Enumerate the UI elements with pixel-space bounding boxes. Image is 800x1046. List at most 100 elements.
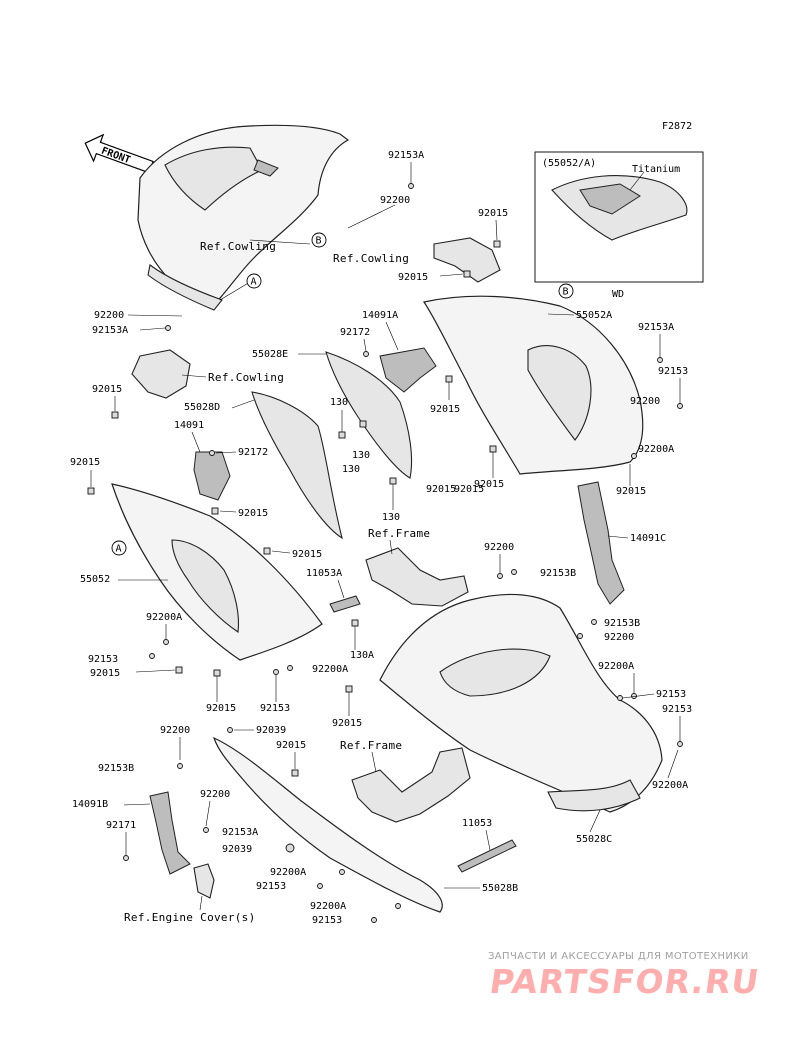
part-11053	[457, 839, 517, 873]
label-14091: 14091	[174, 420, 204, 431]
lower-cowling	[379, 593, 663, 813]
label-92015-h: 92015	[70, 457, 100, 468]
label-11053: 11053	[462, 818, 492, 829]
label-92015-o: 92015	[454, 484, 484, 495]
part-11053A	[329, 595, 361, 613]
label-92200A-bottom-b: 92200A	[310, 901, 346, 912]
frame-ref-upper	[365, 547, 469, 607]
label-11053A-top: 11053A	[306, 568, 342, 579]
label-92172-top: 92172	[340, 327, 370, 338]
frame-ref-lower	[351, 747, 471, 823]
label-92200A-left: 92200A	[146, 612, 182, 623]
engine-cover-ref	[193, 863, 215, 899]
label-92200-left: 92200	[94, 310, 124, 321]
bracket-14091A	[379, 347, 437, 393]
panel-55028E	[325, 351, 413, 479]
ref-cowling-left: Ref.Cowling	[208, 371, 284, 384]
label-92015-l: 92015	[206, 703, 236, 714]
ref-frame-upper: Ref.Frame	[368, 527, 430, 540]
label-92015-a: 92015	[478, 208, 508, 219]
label-92015-e: 92015	[474, 479, 504, 490]
label-92039-top: 92039	[256, 725, 286, 736]
label-92172-mid: 92172	[238, 447, 268, 458]
label-92015-f: 92015	[426, 484, 456, 495]
label-92153-left: 92153	[88, 654, 118, 665]
label-55052: 55052	[80, 574, 110, 585]
label-130-a: 130	[330, 397, 348, 408]
titanium-inset: (55052/A) Titanium	[534, 151, 704, 283]
label-92153A-right: 92153A	[638, 322, 674, 333]
label-92200-top: 92200	[380, 195, 410, 206]
label-92015-j: 92015	[292, 549, 322, 560]
label-92153-bottom-b: 92153	[312, 915, 342, 926]
label-92200-chin-b: 92200	[200, 789, 230, 800]
svg-text:B: B	[316, 236, 322, 247]
label-92039-bottom: 92039	[222, 844, 252, 855]
label-92200A-lower: 92200A	[598, 661, 634, 672]
label-92153B-right: 92153B	[604, 618, 640, 629]
callout-a-upper: A	[246, 273, 262, 289]
label-92153B-mid: 92153B	[540, 568, 576, 579]
inset-part-ref: (55052/A)	[542, 158, 596, 169]
bracket-14091B	[149, 791, 191, 875]
upper-cowling-ref	[137, 124, 350, 311]
label-92153A-top: 92153A	[388, 150, 424, 161]
label-92015-k: 92015	[90, 668, 120, 679]
svg-text:A: A	[251, 277, 257, 288]
label-92200-chin: 92200	[160, 725, 190, 736]
label-92153A-left: 92153A	[92, 325, 128, 336]
cowling-left-ref	[131, 349, 191, 399]
right-side-cowling: B	[423, 283, 644, 475]
label-92015-i: 92015	[238, 508, 268, 519]
label-92153A-chin: 92153A	[222, 827, 258, 838]
label-92153-right: 92153	[658, 366, 688, 377]
ref-frame-lower: Ref.Frame	[340, 739, 402, 752]
svg-text:A: A	[116, 544, 122, 555]
label-55028E: 55028E	[252, 349, 288, 360]
label-14091A: 14091A	[362, 310, 398, 321]
figure-code: F2872	[662, 121, 692, 132]
label-92015-c: 92015	[430, 404, 460, 415]
label-92200-lower-right: 92200	[604, 632, 634, 643]
ref-engine-cover: Ref.Engine Cover(s)	[124, 911, 256, 924]
label-55028B: 55028B	[482, 883, 518, 894]
label-55028C: 55028C	[576, 834, 612, 845]
label-92200-mid: 92200	[484, 542, 514, 553]
label-92153-bottom-a: 92153	[256, 881, 286, 892]
label-92171: 92171	[106, 820, 136, 831]
label-55052A: 55052A	[576, 310, 612, 321]
inset-material: Titanium	[632, 164, 680, 175]
inset-region: WD	[612, 289, 624, 300]
svg-text:B: B	[563, 287, 569, 298]
bracket-14091C	[577, 481, 625, 605]
label-92153-lower-b: 92153	[662, 704, 692, 715]
label-14091B: 14091B	[72, 799, 108, 810]
ref-cowling-mid: Ref.Cowling	[333, 252, 409, 265]
label-92153B-chin: 92153B	[98, 763, 134, 774]
label-130-c: 130	[342, 464, 360, 475]
label-92015-g: 92015	[92, 384, 122, 395]
bracket-14091	[193, 451, 231, 501]
label-92200-right: 92200	[630, 396, 660, 407]
ref-cowling-upper: Ref.Cowling	[200, 240, 276, 253]
left-side-cowling: A	[111, 483, 323, 661]
cowling-bracket-ref	[433, 237, 501, 283]
label-92015-m: 92015	[332, 718, 362, 729]
watermark-tagline: ЗАПЧАСТИ И АКСЕССУАРЫ ДЛЯ МОТОТЕХНИКИ	[488, 951, 749, 962]
label-130-d: 130	[382, 512, 400, 523]
label-130A: 130A	[350, 650, 374, 661]
label-92153-lower-a: 92153	[656, 689, 686, 700]
label-14091C: 14091C	[630, 533, 666, 544]
label-55028D: 55028D	[184, 402, 220, 413]
label-92200A-lower-b: 92200A	[652, 780, 688, 791]
label-92200A-bottom-a: 92200A	[270, 867, 306, 878]
label-92200A-mid: 92200A	[312, 664, 348, 675]
label-92015-d: 92015	[616, 486, 646, 497]
callout-b-left: B	[311, 232, 327, 248]
label-92015-n: 92015	[276, 740, 306, 751]
chin-fairing-55028B	[212, 736, 443, 913]
watermark-logo: PARTSFOR.RU	[487, 962, 763, 1001]
panel-55028D	[251, 391, 343, 540]
label-92200A-right: 92200A	[638, 444, 674, 455]
